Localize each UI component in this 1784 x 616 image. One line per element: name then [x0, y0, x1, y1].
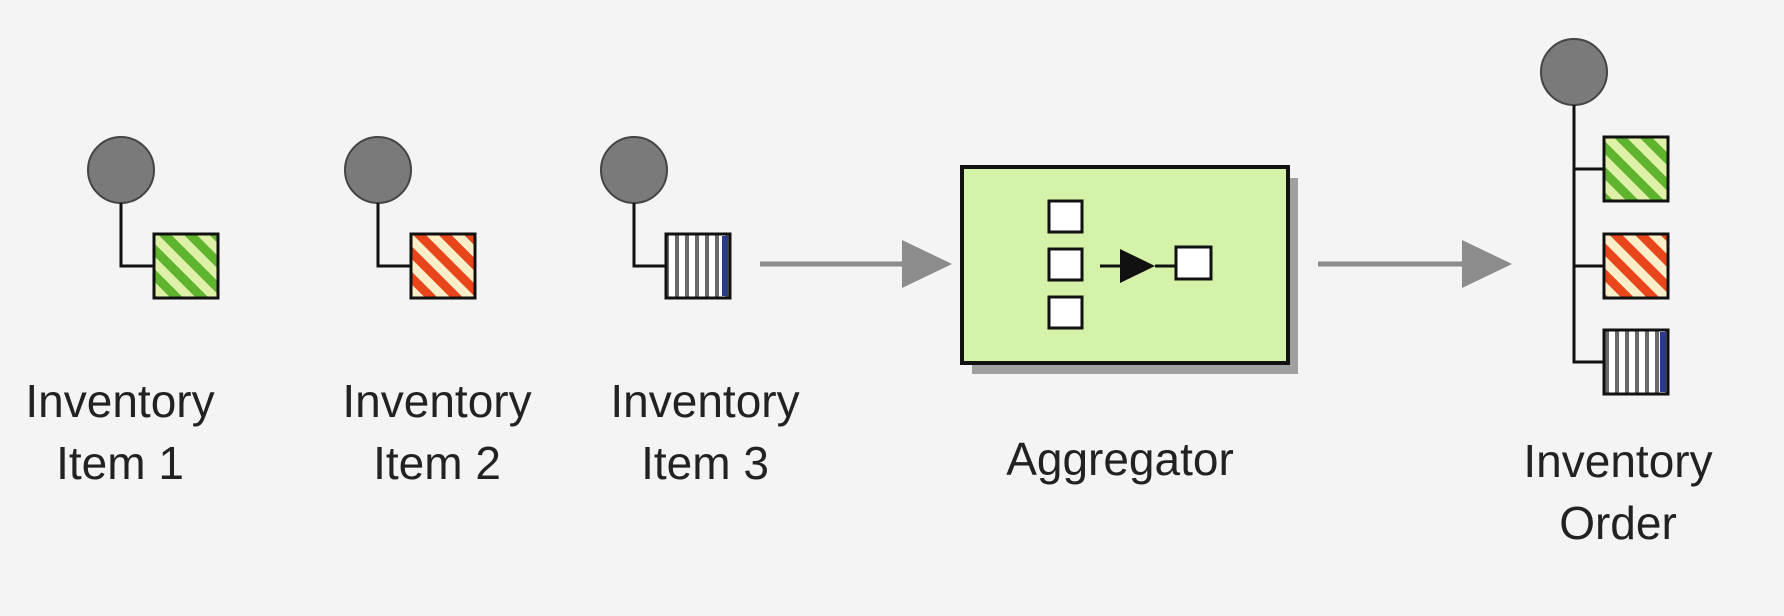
aggregator-box [960, 165, 1298, 374]
inventory-item-1-label-line2: Item 1 [56, 437, 184, 489]
inventory-item-2-label-line1: Inventory [342, 375, 532, 427]
inventory-item-1-label: Inventory Item 1 [20, 370, 220, 494]
aggregator-label-text: Aggregator [1006, 433, 1234, 485]
inventory-order-label-line1: Inventory [1523, 435, 1713, 487]
inventory-item-2-label-line2: Item 2 [373, 437, 501, 489]
inventory-item-1-label-line1: Inventory [25, 375, 215, 427]
aggregator-icon [1047, 199, 1213, 330]
inventory-item-1-message-icon [87, 136, 220, 300]
inventory-item-2-label: Inventory Item 2 [327, 370, 547, 494]
arrow-to-aggregator [760, 240, 952, 288]
inventory-item-3-label-line2: Item 3 [641, 437, 769, 489]
arrow-to-inventory-order [1318, 240, 1512, 288]
inventory-order-label-line2: Order [1559, 497, 1677, 549]
aggregator-label: Aggregator [970, 428, 1270, 490]
inventory-item-3-label-line1: Inventory [610, 375, 800, 427]
inventory-item-2-message-icon [344, 136, 477, 300]
inventory-item-3-message-icon [600, 136, 732, 300]
inventory-order-message-icon [1540, 38, 1670, 396]
inventory-order-label: Inventory Order [1508, 430, 1728, 554]
inventory-item-3-label: Inventory Item 3 [595, 370, 815, 494]
